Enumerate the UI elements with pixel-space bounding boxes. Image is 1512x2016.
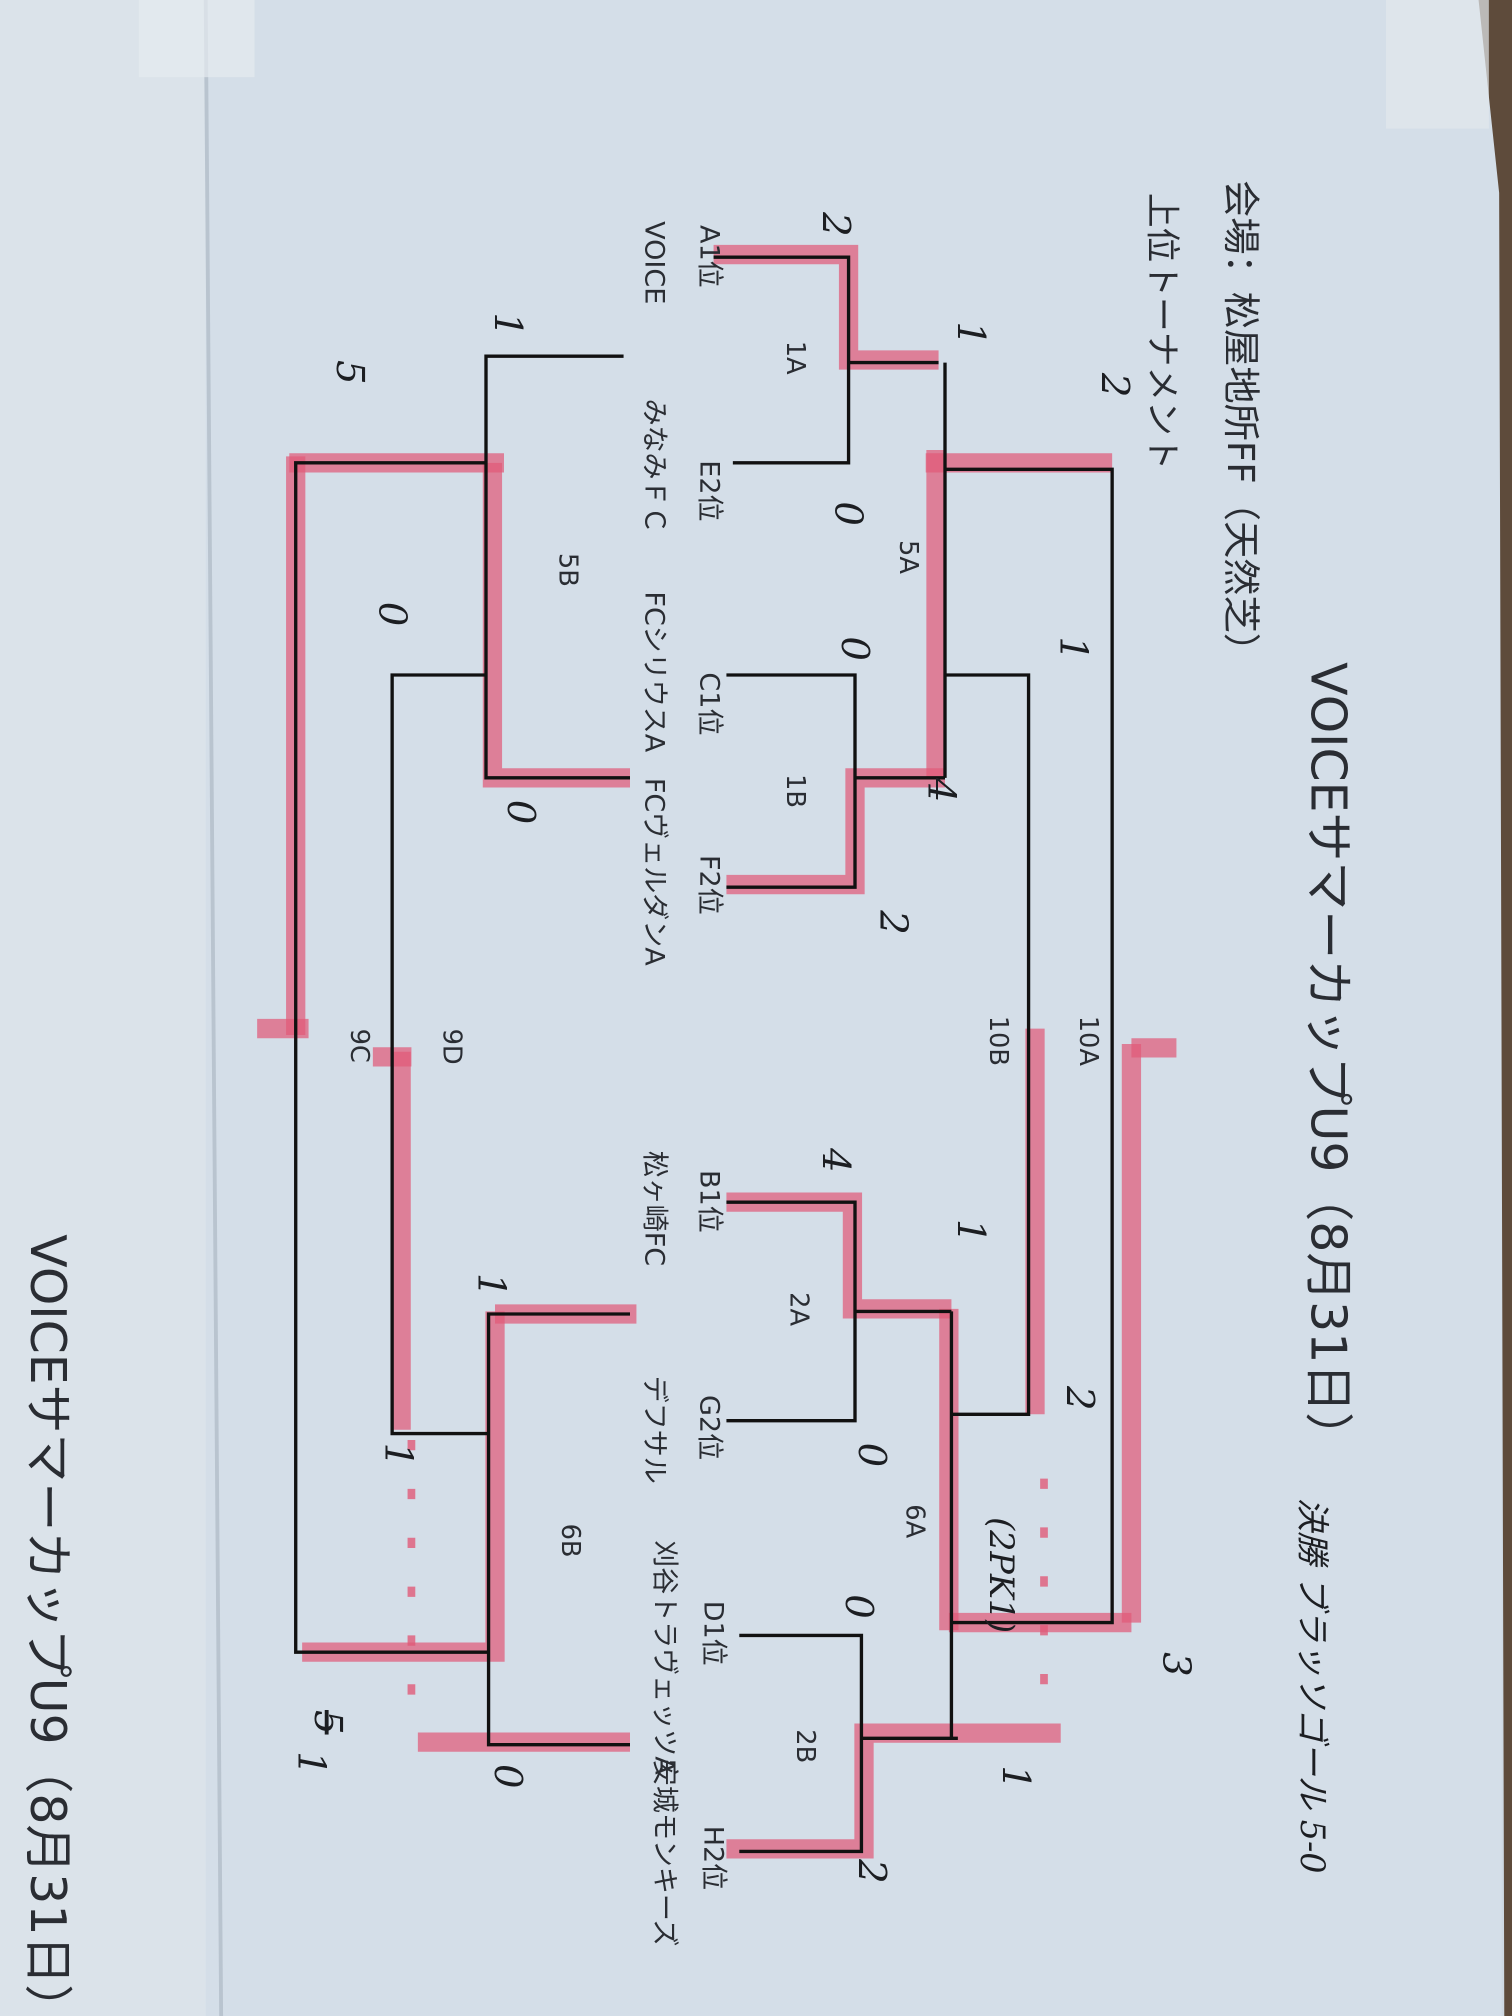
tape	[1386, 0, 1489, 129]
match-label: 9D	[437, 1029, 467, 1065]
final-result-note: 決勝 ブラッソゴール 5-0	[1293, 1498, 1332, 1874]
winner-highlights	[257, 244, 1177, 1859]
team-seed: D1位	[698, 1601, 729, 1666]
match-label: 1B	[780, 774, 810, 808]
score: 1	[948, 321, 993, 346]
match-label: 6A	[899, 1504, 929, 1538]
next-sheet-title: VOICEサマーカップU9（8月31日）	[19, 1234, 76, 2016]
team-name: 安城モンキーズ	[649, 1759, 680, 1947]
team-seed: G2位	[694, 1395, 725, 1460]
match-label: 10A	[1073, 1016, 1103, 1067]
paper-edge	[203, 0, 224, 2016]
score: 3	[1154, 1652, 1199, 1677]
team-name: 松ヶ崎FC	[638, 1151, 669, 1266]
score: 0	[369, 602, 414, 627]
score: 2	[1092, 372, 1137, 398]
score: 4	[918, 777, 963, 803]
score: 4	[813, 1147, 858, 1173]
crossed-score: 5	[305, 1710, 350, 1735]
match-label: 2A	[784, 1292, 814, 1326]
handwritten-scores: 2 0 1 0 4 2 2 1 1 5 0 0 4 0 1 2 0 1 2 3 …	[288, 211, 1332, 1884]
team-seed: E2位	[694, 460, 725, 521]
venue-label: 会場：松屋地所FF（天然芝）	[1219, 180, 1263, 670]
score: 0	[832, 636, 877, 661]
score: 2	[1057, 1385, 1102, 1411]
score: 1	[948, 1219, 993, 1244]
score: 0	[849, 1443, 894, 1468]
score: 5	[327, 360, 372, 385]
team-seed: C1位	[694, 672, 725, 735]
team-name: 刈谷トラヴェッツA	[649, 1540, 680, 1775]
score: 1	[1051, 636, 1096, 661]
team-name: FCヴェルダンA	[638, 778, 669, 966]
team-names: VOICE みなみＦＣ FCシリウスA FCヴェルダンA 松ヶ崎FC デフサル …	[638, 221, 679, 1946]
team-name: デフサル	[638, 1376, 669, 1484]
team-seed: A1位	[694, 225, 725, 288]
score: 0	[826, 501, 871, 526]
match-labels: 1A 1B 5A 5B 10A 10B 9D 9C 2A 2B 6A 6B	[344, 341, 1103, 1764]
score: 0	[836, 1594, 881, 1619]
match-label: 5B	[552, 553, 582, 587]
match-label: 10B	[983, 1016, 1013, 1066]
section-heading: 上位トーナメント	[1142, 193, 1182, 471]
score: 2	[849, 1858, 894, 1884]
team-seed: F2位	[694, 855, 725, 915]
left-sheet	[0, 0, 209, 2016]
team-name: みなみＦＣ	[638, 399, 669, 534]
team-seed: H2位	[698, 1826, 729, 1890]
score: 1	[485, 312, 530, 337]
table-corner	[1478, 0, 1512, 2016]
tournament-title: VOICEサマーカップU9（8月31日）	[1299, 662, 1356, 1461]
score: 0	[485, 1764, 530, 1789]
score: 1	[468, 1273, 513, 1298]
score: 1	[288, 1751, 333, 1776]
score: 2	[813, 211, 858, 237]
score: 1	[993, 1765, 1038, 1790]
team-name: VOICE	[638, 221, 669, 304]
match-label: 5A	[893, 540, 923, 574]
match-label: 6B	[555, 1524, 585, 1558]
pk-note: (2PK1)	[982, 1517, 1021, 1633]
match-label: 2B	[790, 1729, 820, 1763]
score: 0	[498, 800, 543, 825]
score: 1	[376, 1443, 421, 1468]
team-name: FCシリウスA	[638, 591, 669, 752]
match-label: 1A	[780, 341, 810, 375]
team-seed: B1位	[694, 1170, 725, 1233]
tape	[138, 0, 255, 78]
match-label: 9C	[344, 1029, 374, 1063]
bracket-lines	[294, 255, 1114, 1854]
team-seeds: A1位 E2位 C1位 F2位 B1位 G2位 D1位 H2位	[694, 225, 729, 1890]
score: 2	[871, 909, 916, 935]
